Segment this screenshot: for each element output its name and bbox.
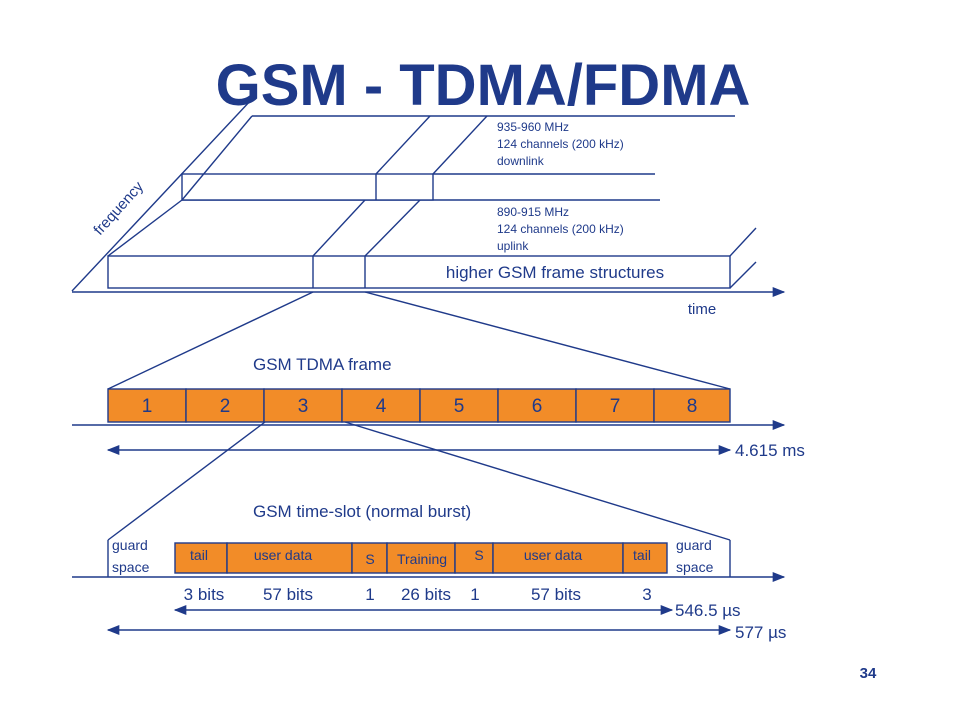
tdma-slots: 1 2 3 4 5 6 7 8 [107,388,731,423]
burst-field [492,542,624,574]
zoom-line-right [364,291,731,390]
burst-field-label: user data [254,547,313,563]
tdma-slot-number: 7 [610,396,621,417]
tdma-duration-label: 4.615 ms [735,441,805,460]
slot-zoom-line-right [344,421,731,541]
tdma-slot-number: 5 [454,396,465,417]
guard-left-label-2: space [112,559,150,575]
burst-bit-count: 57 bits [263,585,313,604]
frequency-axis-label: frequency [90,178,147,239]
zoom-line-left [107,291,314,390]
burst-field [622,542,668,574]
burst-field-label: tail [633,547,651,563]
tdma-slot [497,388,577,423]
burst-bits: 3 bits 57 bits 1 26 bits 1 57 bits 3 [184,585,652,604]
burst-bit-count: 3 bits [184,585,225,604]
tdma-frame-label: GSM TDMA frame [253,355,392,374]
tdma-slot [419,388,499,423]
uplink-left-diagonal [107,199,183,257]
tdma-slot-number: 2 [220,396,231,417]
downlink-slot-left-diagonal [375,115,431,175]
burst-duration-label: 546.5 µs [675,601,741,620]
burst-field [351,542,388,574]
uplink-slot-right-diagonal [364,199,421,257]
downlink-frequency: 935-960 MHz [497,120,569,134]
burst-field-label: user data [524,547,583,563]
uplink-channels: 124 channels (200 kHz) [497,222,624,236]
uplink-frame-box [107,255,731,289]
slot-zoom-line-left [107,421,266,541]
guard-right-label-1: guard [676,537,712,553]
burst-field [226,542,353,574]
page-number: 34 [860,665,877,682]
frequency-axis [71,98,253,292]
burst-field-label: S [365,551,374,567]
burst-field-label: S [474,547,483,563]
tdma-slot [107,388,187,423]
burst-field [174,542,228,574]
page-title: GSM - TDMA/FDMA [216,53,751,118]
tdma-slot [653,388,731,423]
uplink-slot-left-diagonal [312,199,366,257]
downlink-frame-box [181,173,434,201]
burst-bit-count: 57 bits [531,585,581,604]
tdma-slot-number: 8 [687,396,698,417]
burst-bit-count: 26 bits [401,585,451,604]
tdma-slot [341,388,421,423]
higher-frame-structures-label: higher GSM frame structures [446,263,664,282]
guard-left-label-1: guard [112,537,148,553]
burst-field-label: tail [190,547,208,563]
uplink-right-diagonal [729,227,757,257]
band-left-diagonal [181,115,253,201]
burst-field-label: Training [397,551,447,567]
tdma-slot-number: 6 [532,396,543,417]
burst-field [454,542,494,574]
guard-right-label-2: space [676,559,714,575]
uplink-frequency: 890-915 MHz [497,205,569,219]
burst-bit-count: 1 [470,585,479,604]
uplink-right-diagonal-2 [729,261,757,289]
tdma-slot [263,388,343,423]
downlink-channels: 124 channels (200 kHz) [497,137,624,151]
downlink-slot-right-diagonal [432,115,488,175]
burst-bit-count: 3 [642,585,651,604]
tdma-slot-number: 1 [142,396,153,417]
downlink-direction: downlink [497,154,545,168]
tdma-slot [185,388,265,423]
timeslot-label: GSM time-slot (normal burst) [253,502,471,521]
uplink-direction: uplink [497,239,529,253]
slot-duration-label: 577 µs [735,623,786,642]
time-axis-label: time [688,301,716,318]
tdma-slot-number: 3 [298,396,309,417]
burst-bit-count: 1 [365,585,374,604]
tdma-slot [575,388,655,423]
tdma-slot-number: 4 [376,396,387,417]
burst-field [386,542,456,574]
